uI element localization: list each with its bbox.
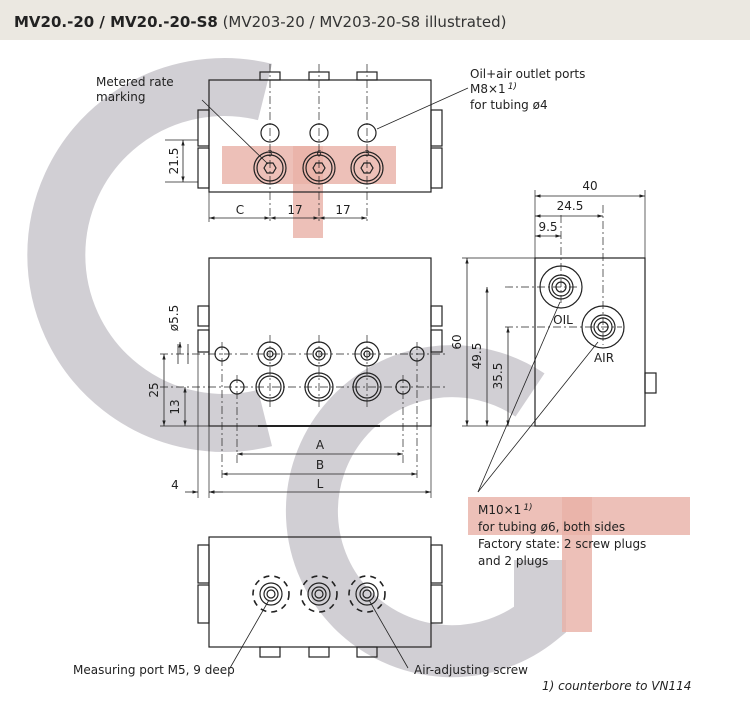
side-view-body	[534, 257, 646, 427]
leader-m10-oil	[477, 301, 561, 493]
footnote-counterbore: 1) counterbore to VN114	[542, 679, 691, 693]
air-screw-1	[252, 575, 290, 613]
dim-4: 4	[171, 478, 179, 492]
rate-mark-2: 6	[316, 149, 321, 158]
leader-measuring-port	[229, 599, 270, 669]
bottom-view-left-boss-upper	[197, 544, 210, 584]
dim-35-5: 35.5	[491, 363, 505, 390]
watermark-logo	[27, 58, 690, 678]
front-view-right-boss-upper	[430, 305, 443, 327]
dim-24-5: 24.5	[557, 199, 584, 213]
dim-21-5: 21.5	[167, 148, 181, 175]
bottom-view-texts: Measuring port M5, 9 deep Air-adjusting …	[73, 663, 691, 693]
front-view-right-boss-lower	[430, 329, 443, 353]
label-m10-2: for tubing ø6, both sides	[478, 520, 625, 534]
side-view-centerlines	[505, 205, 622, 345]
top-view-centerlines	[269, 64, 368, 222]
dim-40: 40	[582, 179, 597, 193]
label-metered-rate-1: Metered rate	[96, 75, 174, 89]
bottom-view-tab-1	[259, 646, 281, 658]
hex-socket-2	[312, 162, 326, 174]
title-main: MV20.-20 / MV20.-20-S8	[14, 13, 218, 31]
watermark-letter-g	[285, 345, 566, 678]
leader-outlet-ports	[376, 87, 469, 130]
dim-25: 25	[147, 382, 161, 397]
label-oil: OIL	[553, 313, 573, 327]
dim-17a: 17	[287, 203, 302, 217]
dim-5-5: ø5.5	[167, 305, 181, 331]
top-view-left-boss-upper	[197, 109, 210, 147]
bottom-view-left-boss-lower	[197, 584, 210, 624]
top-view	[165, 64, 469, 222]
label-air-screw: Air-adjusting screw	[414, 663, 528, 677]
label-oil-air-1: Oil+air outlet ports	[470, 67, 585, 81]
dim-49-5: 49.5	[470, 343, 484, 370]
hex-socket-3	[360, 162, 374, 174]
air-screw-2	[300, 575, 338, 613]
leader-metered-rate	[201, 99, 269, 165]
label-m10-footnote-mark: 1)	[523, 503, 532, 513]
top-view-texts: 3 6 3 Metered rate marking Oil+air outle…	[96, 67, 585, 217]
front-view-centerlines	[160, 335, 445, 480]
side-view	[462, 190, 657, 493]
bottom-view-right-boss-lower	[430, 584, 443, 624]
front-view	[160, 257, 445, 498]
label-m10-4: and 2 plugs	[478, 554, 548, 568]
label-oil-air-footnote-mark: 1)	[508, 82, 517, 92]
dim-13: 13	[168, 399, 182, 414]
front-view-left-boss-upper	[197, 305, 210, 327]
leader-air-screw	[368, 599, 409, 669]
dim-l: L	[317, 477, 324, 491]
leader-m10-air	[477, 341, 599, 493]
dim-17b: 17	[335, 203, 350, 217]
air-screw-3	[348, 575, 386, 613]
rate-mark-3: 3	[364, 149, 369, 158]
bottom-view	[197, 536, 443, 669]
rate-mark-1: 3	[267, 149, 272, 158]
top-view-right-boss-upper	[430, 109, 443, 147]
dim-9-5: 9.5	[538, 220, 557, 234]
side-view-stub	[644, 372, 657, 394]
label-air: AIR	[594, 351, 614, 365]
dim-b: B	[316, 458, 324, 472]
dim-60: 60	[450, 334, 464, 349]
label-measuring-port: Measuring port M5, 9 deep	[73, 663, 235, 677]
dim-c: C	[236, 203, 244, 217]
top-view-left-boss-lower	[197, 147, 210, 189]
top-view-right-boss-lower	[430, 147, 443, 189]
label-m10-thread: M10×1	[478, 503, 521, 517]
front-view-left-boss-lower	[197, 329, 210, 353]
label-oil-air-3: for tubing ø4	[470, 98, 548, 112]
watermark-t2-stem	[562, 497, 592, 632]
bottom-view-tab-3	[356, 646, 378, 658]
label-m10-3: Factory state: 2 screw plugs	[478, 537, 646, 551]
bottom-view-tab-2	[308, 646, 330, 658]
label-oil-air-thread: M8×1	[470, 82, 506, 96]
title-bar: MV20.-20 / MV20.-20-S8 (MV203-20 / MV203…	[0, 0, 750, 40]
dim-a: A	[316, 438, 325, 452]
front-view-texts: ø5.5 25 13 A B L 4	[147, 305, 325, 492]
page-title: MV20.-20 / MV20.-20-S8 (MV203-20 / MV203…	[14, 13, 506, 31]
watermark-letter-c	[27, 58, 272, 452]
title-sub: (MV203-20 / MV203-20-S8 illustrated)	[217, 13, 507, 31]
label-metered-rate-2: marking	[96, 90, 145, 104]
bottom-view-right-boss-upper	[430, 544, 443, 584]
